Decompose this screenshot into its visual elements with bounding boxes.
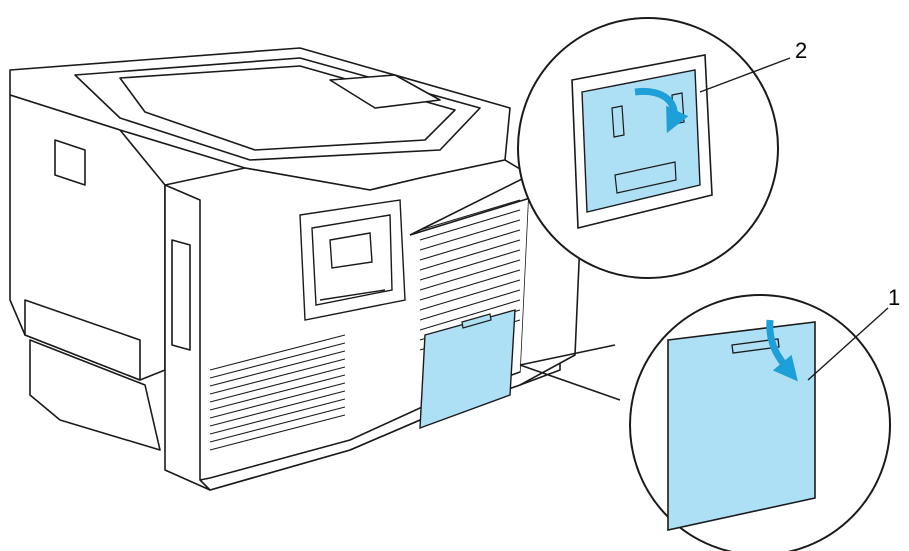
zoom-circle-upper — [517, 17, 791, 279]
side-cover-tab — [731, 338, 780, 354]
back-left-edge — [164, 184, 201, 480]
curved-arrow-icon — [766, 319, 798, 382]
zoom-lines — [409, 174, 621, 401]
callout-label-2: 2 — [795, 38, 807, 63]
side-cover — [667, 321, 816, 531]
callout-2-leader — [699, 57, 791, 93]
left-side-lower-tray — [24, 299, 141, 381]
side-cover-small-tab — [461, 313, 492, 329]
interface-ports — [171, 239, 191, 351]
left-side-handle — [54, 139, 86, 186]
dimm-cover-slot-left — [611, 105, 625, 138]
callout-1-leader — [807, 307, 889, 381]
vent-grille-left — [209, 334, 346, 451]
curved-arrow-icon — [634, 87, 689, 134]
printer-body — [9, 47, 581, 491]
left-bottom-tray — [29, 339, 161, 451]
zoom-circle-lower — [629, 294, 891, 551]
dimm-cover-notch — [614, 161, 677, 194]
dimm-bay-small — [299, 199, 406, 321]
callout-label-1: 1 — [888, 285, 900, 310]
paper-stop — [329, 74, 441, 109]
